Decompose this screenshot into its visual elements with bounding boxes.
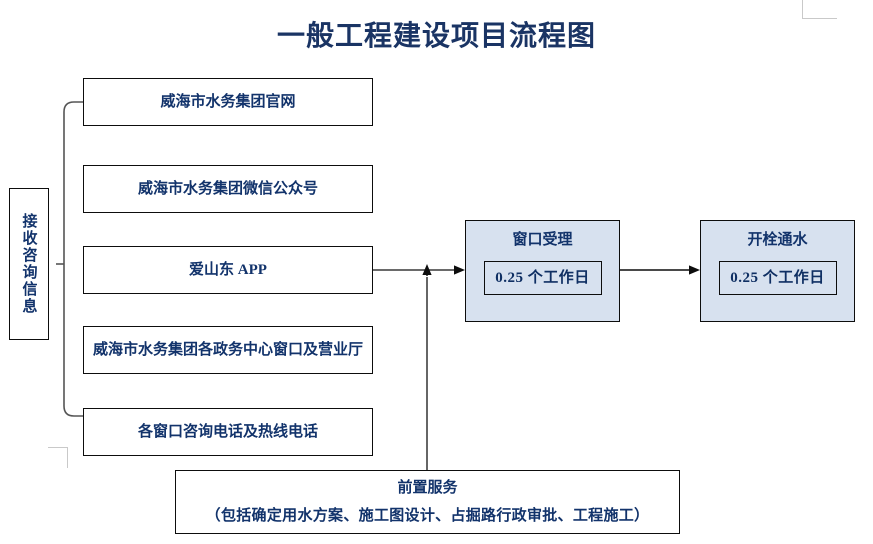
process-step-2-duration: 0.25 个工作日 — [718, 261, 837, 296]
crop-mark-top-right — [802, 0, 837, 19]
channel-box-3[interactable]: 爱山东 APP — [83, 246, 373, 294]
crop-mark-bottom-left — [48, 447, 68, 468]
process-step-1-heading: 窗口受理 — [512, 232, 573, 248]
process-step-2-heading: 开栓通水 — [747, 232, 808, 248]
brace-connector — [63, 101, 83, 417]
process-step-2[interactable]: 开栓通水 0.25 个工作日 — [700, 220, 855, 322]
source-node[interactable]: 接收咨询信息 — [9, 188, 49, 340]
pre-service-detail: （包括确定用水方案、施工图设计、占掘路行政审批、工程施工） — [205, 507, 650, 524]
channel-label: 威海市水务集团微信公众号 — [137, 180, 318, 197]
channel-label: 威海市水务集团官网 — [160, 93, 296, 110]
arrowhead-step2 — [689, 265, 700, 275]
channel-box-4[interactable]: 威海市水务集团各政务中心窗口及营业厅 — [83, 326, 373, 374]
channel-box-1[interactable]: 威海市水务集团官网 — [83, 78, 373, 126]
process-step-1-duration: 0.25 个工作日 — [483, 261, 602, 296]
channel-label: 爱山东 APP — [189, 261, 267, 278]
pre-service-box[interactable]: 前置服务 （包括确定用水方案、施工图设计、占掘路行政审批、工程施工） — [175, 470, 680, 534]
arrowhead-preservice — [422, 264, 432, 275]
channel-box-5[interactable]: 各窗口咨询电话及热线电话 — [83, 408, 373, 456]
channel-label: 各窗口咨询电话及热线电话 — [137, 423, 318, 440]
pre-service-title: 前置服务 — [397, 480, 458, 497]
source-node-label: 接收咨询信息 — [20, 213, 37, 315]
page-title: 一般工程建设项目流程图 — [276, 21, 596, 52]
channel-label: 威海市水务集团各政务中心窗口及营业厅 — [92, 341, 363, 358]
arrowhead-step1 — [454, 265, 465, 275]
channel-box-2[interactable]: 威海市水务集团微信公众号 — [83, 165, 373, 213]
process-step-1[interactable]: 窗口受理 0.25 个工作日 — [465, 220, 620, 322]
